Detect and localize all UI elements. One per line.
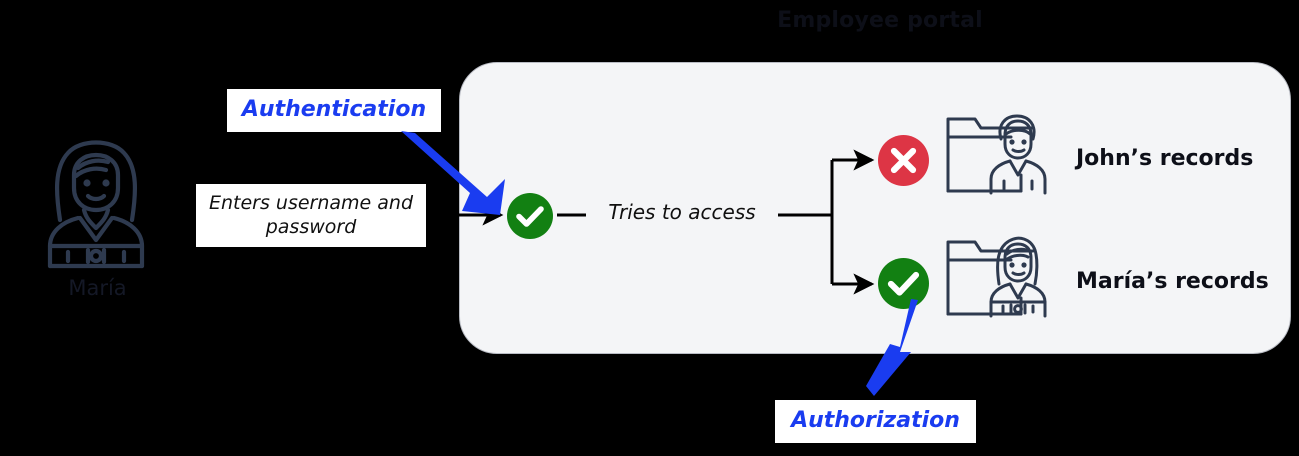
tries-to-access-label: Tries to access — [608, 200, 756, 224]
folder-person-male-icon — [945, 113, 1057, 199]
actor-name-label: María — [68, 276, 127, 300]
employee-portal-panel — [459, 62, 1291, 354]
x-circle-icon — [877, 134, 930, 187]
record-label-john: John’s records — [1076, 146, 1254, 171]
record-label-maria: María’s records — [1076, 269, 1269, 294]
authentication-callout: Authentication — [227, 89, 441, 132]
authorization-callout: Authorization — [775, 400, 976, 443]
portal-title: Employee portal — [777, 8, 983, 33]
check-circle-icon — [877, 257, 930, 310]
credentials-callout: Enters username and password — [196, 184, 426, 247]
person-female-icon — [32, 128, 160, 270]
check-circle-icon — [506, 192, 554, 240]
folder-person-female-icon — [945, 236, 1057, 322]
